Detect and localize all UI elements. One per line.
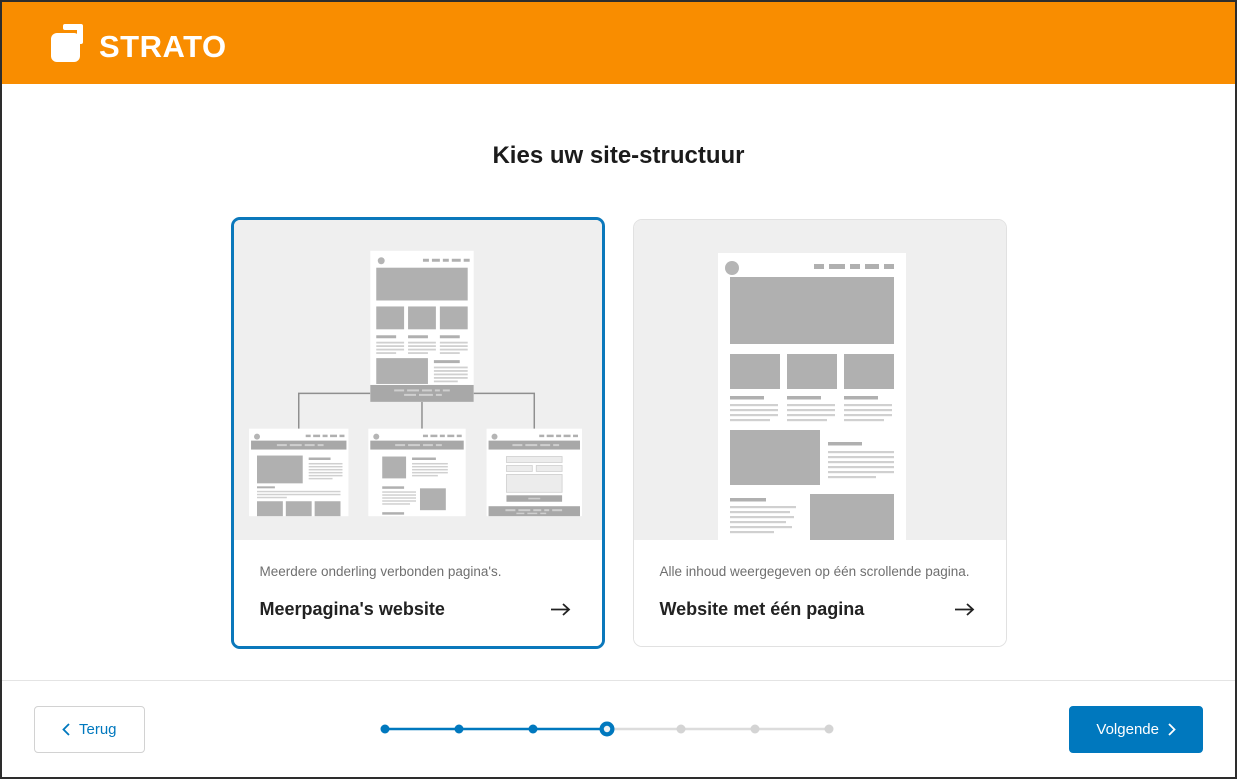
arrow-right-icon [550, 603, 570, 616]
strato-logo-icon [51, 24, 83, 62]
option-card-one-page[interactable]: Alle inhoud weergegeven op één scrollend… [632, 219, 1007, 647]
chevron-left-icon [62, 722, 70, 736]
structure-options: Meerdere onderling verbonden pagina's. M… [230, 217, 1007, 649]
single-scrolling-page-icon [717, 253, 906, 540]
next-button[interactable]: Volgende [1069, 705, 1203, 753]
arrow-right-icon [954, 603, 974, 616]
one-page-label: Website met één pagina [659, 598, 865, 619]
chevron-right-icon [1168, 722, 1176, 736]
multi-page-illustration [233, 220, 602, 540]
wizard-footer: Terug Volgende [2, 680, 1235, 777]
brand-name: STRATO [99, 29, 227, 64]
app-header: STRATO [2, 2, 1235, 84]
one-page-card-body: Alle inhoud weergegeven op één scrollend… [633, 540, 1006, 646]
multi-page-label-row: Meerpagina's website [260, 599, 576, 620]
multi-page-sitemap-icon [248, 250, 582, 517]
multi-page-label: Meerpagina's website [259, 598, 445, 619]
progress-stepper-svg [380, 721, 834, 737]
multi-page-card-body: Meerdere onderling verbonden pagina's. M… [233, 540, 602, 646]
main-content: Kies uw site-structuur [2, 84, 1235, 680]
one-page-description: Alle inhoud weergegeven op één scrollend… [659, 564, 970, 579]
next-button-label: Volgende [1096, 720, 1159, 738]
multi-page-description: Meerdere onderling verbonden pagina's. [259, 564, 502, 579]
page-title: Kies uw site-structuur [492, 142, 745, 169]
one-page-label-row: Website met één pagina [660, 599, 980, 620]
one-page-illustration [633, 220, 1006, 540]
progress-stepper [377, 716, 837, 742]
back-button-label: Terug [79, 720, 117, 738]
back-button[interactable]: Terug [34, 705, 145, 753]
strato-logo: STRATO [50, 21, 227, 65]
option-card-multi-page[interactable]: Meerdere onderling verbonden pagina's. M… [230, 217, 605, 649]
